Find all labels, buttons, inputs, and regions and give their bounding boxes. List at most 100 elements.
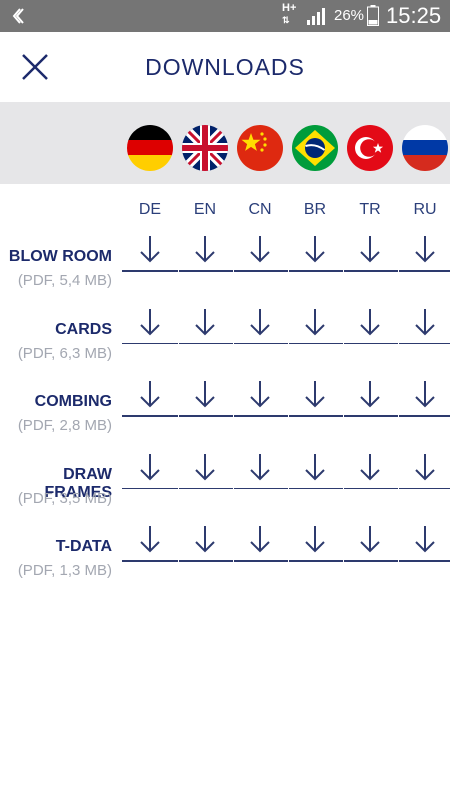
arrow-down-icon [140, 453, 160, 480]
download-button-cn[interactable] [242, 522, 278, 556]
network-type: H+⇅ [282, 2, 297, 25]
column-separator [343, 340, 344, 346]
document-title: CARDS [55, 320, 112, 338]
download-button-ru[interactable] [407, 232, 443, 266]
arrow-down-icon [415, 453, 435, 480]
arrow-down-icon [140, 526, 160, 553]
russia-flag-icon[interactable] [402, 125, 448, 171]
notification-icon [12, 8, 24, 24]
column-separator [178, 485, 179, 491]
arrow-down-icon [140, 236, 160, 263]
arrow-down-icon [305, 453, 325, 480]
column-label-cn: CN [248, 201, 272, 218]
uk-flag-icon[interactable] [182, 125, 228, 171]
document-info: (PDF, 1,3 MB) [17, 562, 112, 579]
download-button-de[interactable] [132, 232, 168, 266]
row-divider [122, 415, 450, 417]
arrow-down-icon [415, 526, 435, 553]
download-button-cn[interactable] [242, 377, 278, 411]
download-button-en[interactable] [187, 522, 223, 556]
arrow-down-icon [415, 308, 435, 335]
turkey-flag-icon[interactable] [347, 125, 393, 171]
download-button-en[interactable] [187, 305, 223, 339]
brazil-flag-icon[interactable] [292, 125, 338, 171]
download-button-ru[interactable] [407, 522, 443, 556]
column-label-en: EN [193, 201, 217, 218]
column-separator [233, 413, 234, 418]
download-button-tr[interactable] [352, 377, 388, 411]
arrow-down-icon [415, 381, 435, 408]
close-button[interactable] [12, 44, 58, 90]
download-button-en[interactable] [187, 232, 223, 266]
flag-bar [0, 102, 450, 184]
document-info: (PDF, 5,4 MB) [17, 272, 112, 289]
arrow-down-icon [250, 381, 270, 408]
download-button-cn[interactable] [242, 450, 278, 484]
arrow-down-icon [250, 308, 270, 335]
column-separator [398, 340, 399, 346]
column-separator [288, 340, 289, 346]
arrow-down-icon [415, 236, 435, 263]
arrow-down-icon [360, 526, 380, 553]
download-button-cn[interactable] [242, 305, 278, 339]
column-separator [288, 413, 289, 418]
column-separator [398, 413, 399, 418]
document-info: (PDF, 3,5 MB) [17, 489, 112, 507]
arrow-down-icon [195, 526, 215, 553]
download-button-br[interactable] [297, 377, 333, 411]
arrow-down-icon [360, 453, 380, 480]
document-title: T-DATA [55, 538, 112, 555]
download-button-tr[interactable] [352, 450, 388, 484]
column-separator [343, 268, 344, 273]
column-separator [233, 485, 234, 491]
column-separator [233, 340, 234, 346]
document-info: (PDF, 6,3 MB) [17, 344, 112, 362]
download-button-tr[interactable] [352, 305, 388, 339]
column-separator [398, 558, 399, 563]
column-separator [233, 268, 234, 273]
download-button-cn[interactable] [242, 232, 278, 266]
battery-percent: 26% [334, 7, 365, 24]
row-divider [122, 487, 450, 489]
column-separator [178, 268, 179, 273]
download-button-de[interactable] [132, 450, 168, 484]
column-separator [398, 268, 399, 273]
download-button-br[interactable] [297, 232, 333, 266]
column-separator [343, 413, 344, 418]
download-button-en[interactable] [187, 450, 223, 484]
arrow-down-icon [305, 308, 325, 335]
column-label-tr: TR [359, 201, 381, 218]
download-button-de[interactable] [132, 305, 168, 339]
document-title: DRAW FRAMES [44, 465, 112, 501]
document-title: COMBING [34, 393, 112, 410]
arrow-down-icon [250, 453, 270, 480]
china-flag-icon[interactable] [237, 125, 283, 171]
download-button-tr[interactable] [352, 522, 388, 556]
battery-icon [367, 5, 379, 26]
download-button-tr[interactable] [352, 232, 388, 266]
row-divider [122, 560, 450, 562]
arrow-down-icon [140, 381, 160, 408]
download-button-de[interactable] [132, 377, 168, 411]
arrow-down-icon [305, 526, 325, 553]
download-button-ru[interactable] [407, 377, 443, 411]
arrow-down-icon [140, 308, 160, 335]
germany-flag-icon[interactable] [127, 125, 173, 171]
row-divider [122, 342, 450, 344]
column-label-de: DE [138, 201, 162, 218]
download-button-ru[interactable] [407, 450, 443, 484]
signal-icon [307, 8, 325, 25]
download-button-br[interactable] [297, 522, 333, 556]
document-title: BLOW ROOM [8, 248, 112, 265]
download-button-en[interactable] [187, 377, 223, 411]
column-separator [288, 485, 289, 491]
download-button-de[interactable] [132, 522, 168, 556]
column-separator [178, 558, 179, 563]
column-separator [288, 558, 289, 563]
download-button-br[interactable] [297, 305, 333, 339]
document-info: (PDF, 2,8 MB) [17, 417, 112, 434]
download-button-br[interactable] [297, 450, 333, 484]
arrow-down-icon [305, 236, 325, 263]
download-button-ru[interactable] [407, 305, 443, 339]
column-separator [398, 485, 399, 491]
